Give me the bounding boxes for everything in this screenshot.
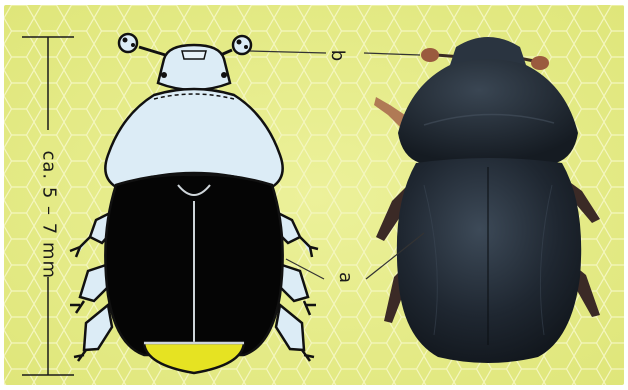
label-a: a — [335, 272, 356, 283]
illustration-panel: ca. 5 – 7 mm b a — [4, 5, 624, 385]
label-b: b — [327, 50, 348, 61]
scale-label: ca. 5 – 7 mm — [39, 151, 60, 241]
beetle-illustration — [4, 5, 624, 385]
